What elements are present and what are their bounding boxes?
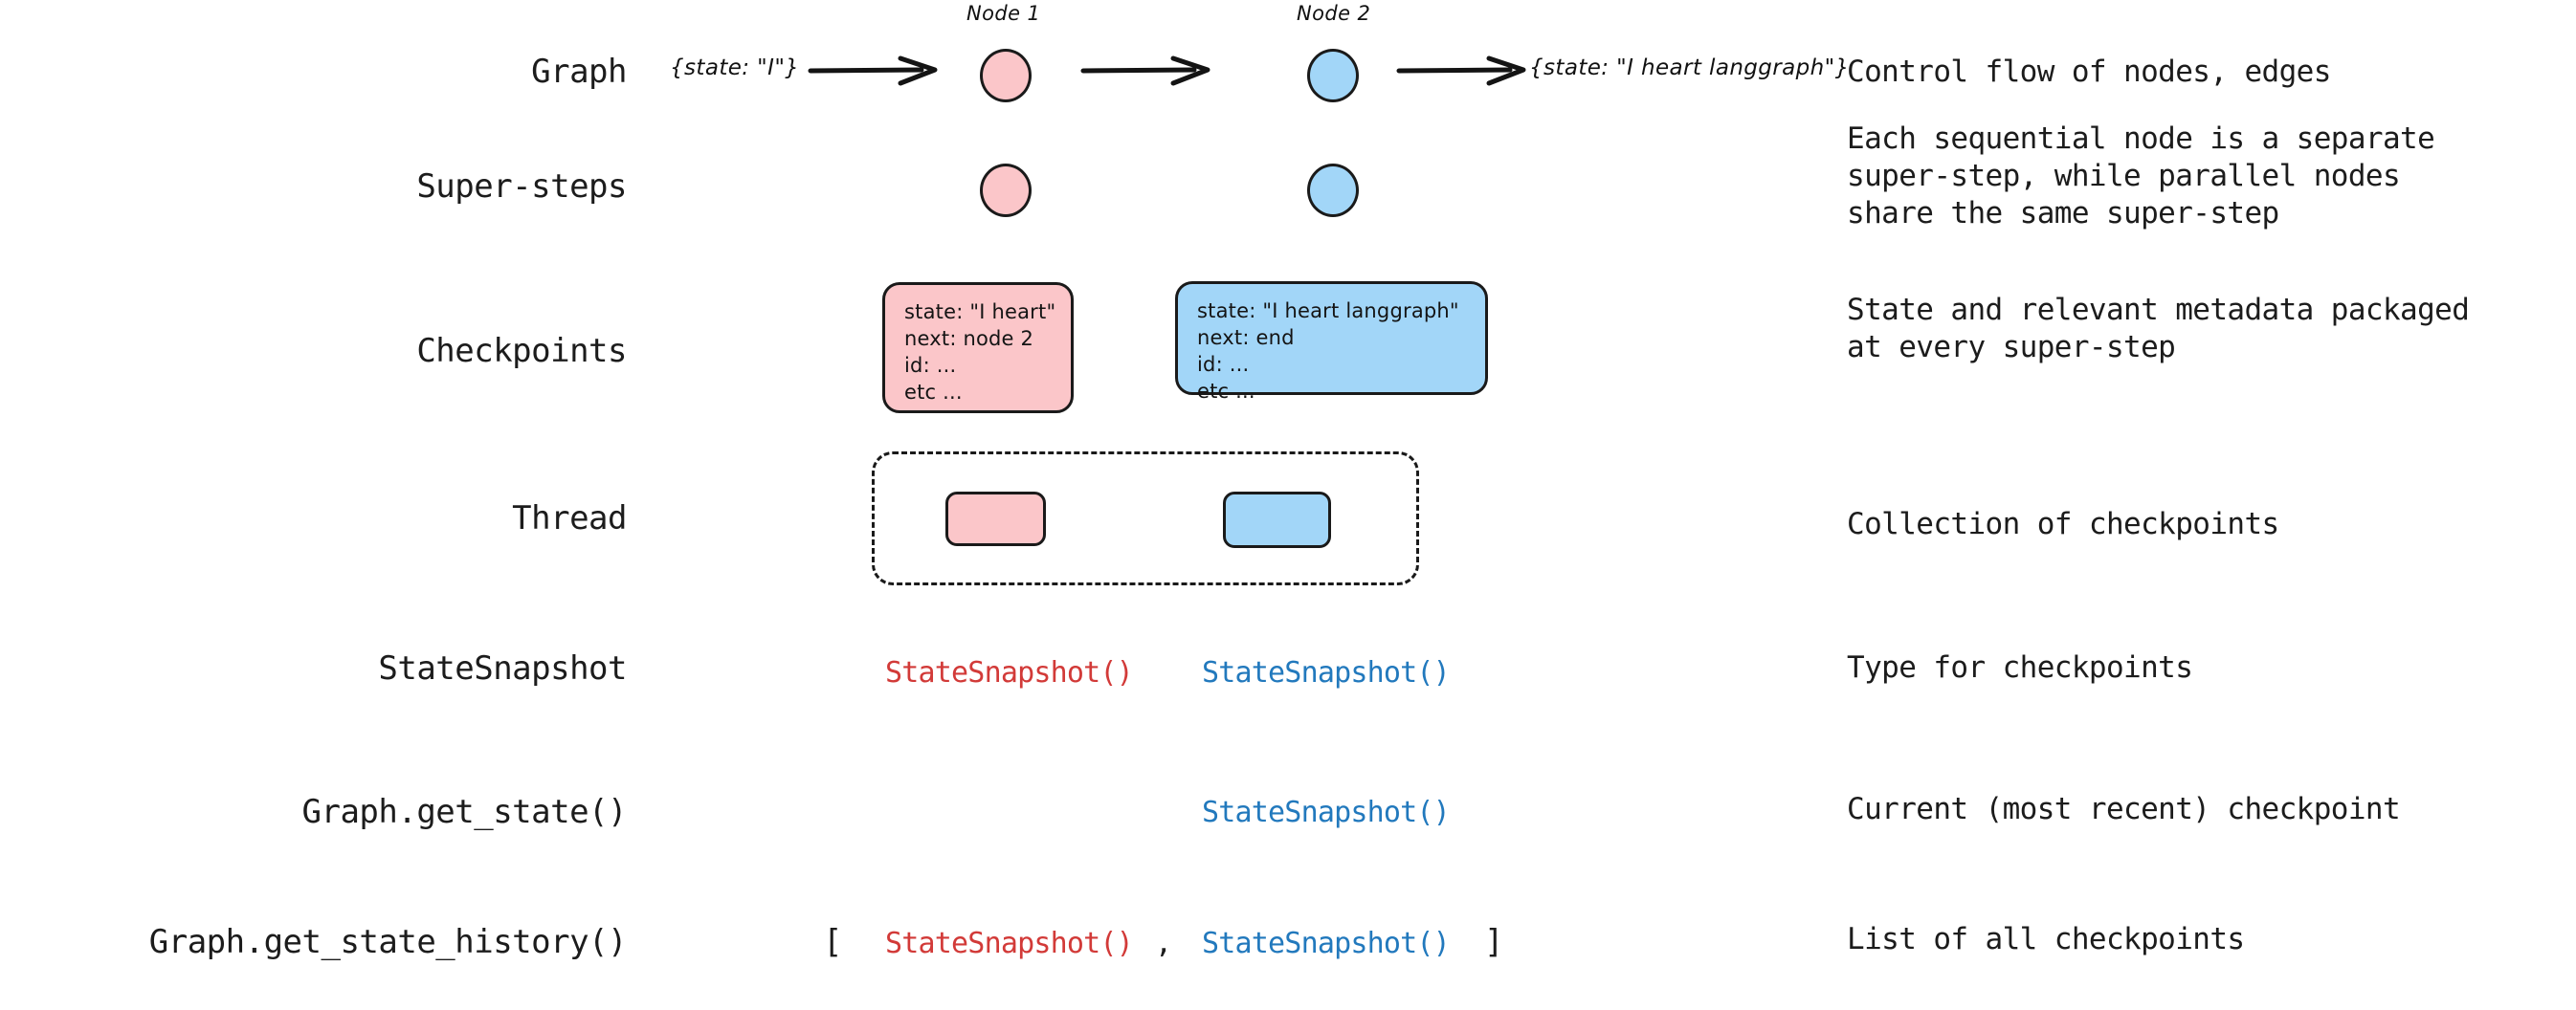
checkpoint-line: id: ... — [1197, 353, 1250, 376]
graph-input-state-label: {state: "I"} — [670, 55, 800, 80]
node-1-label: Node 1 — [966, 2, 1041, 25]
checkpoint-line: next: end — [1197, 326, 1295, 349]
graph-node-1-circle — [980, 49, 1032, 102]
checkpoint-box-1: state: "I heart" next: node 2 id: ... et… — [882, 282, 1074, 413]
history-statesnapshot-token-red: StateSnapshot() — [885, 927, 1134, 960]
checkpoint-line: state: "I heart langgraph" — [1197, 299, 1459, 322]
statesnapshot-token-blue: StateSnapshot() — [1202, 656, 1451, 690]
row-label-graph: Graph — [531, 53, 627, 91]
graph-output-state-label: {state: "I heart langgraph"} — [1529, 55, 1850, 80]
graph-node-2-circle — [1307, 49, 1359, 102]
history-statesnapshot-token-blue: StateSnapshot() — [1202, 927, 1451, 960]
get-state-statesnapshot-token: StateSnapshot() — [1202, 796, 1451, 829]
row-label-checkpoints: Checkpoints — [416, 332, 627, 370]
thread-chip-1 — [945, 492, 1046, 546]
super-step-2-circle — [1307, 164, 1359, 217]
checkpoint-line: id: ... — [904, 354, 957, 377]
history-close-bracket: ] — [1484, 923, 1504, 961]
row-label-statesnapshot: StateSnapshot — [378, 649, 627, 688]
description-graph-get-state-history: List of all checkpoints — [1847, 922, 2245, 956]
description-graph: Control flow of nodes, edges — [1847, 55, 2331, 89]
history-separator: , — [1155, 927, 1173, 960]
checkpoint-line: next: node 2 — [904, 327, 1034, 350]
statesnapshot-token-red: StateSnapshot() — [885, 656, 1134, 690]
history-open-bracket: [ — [823, 923, 843, 961]
description-super-steps: Each sequential node is a separate super… — [1847, 121, 2435, 231]
graph-arrow-1 — [808, 55, 943, 86]
row-label-graph-get-state-history: Graph.get_state_history() — [148, 923, 628, 961]
description-graph-get-state: Current (most recent) checkpoint — [1847, 792, 2401, 826]
checkpoint-line: etc ... — [904, 381, 963, 404]
description-statesnapshot: Type for checkpoints — [1847, 650, 2193, 685]
graph-arrow-3 — [1396, 55, 1531, 86]
description-checkpoints: State and relevant metadata packaged at … — [1847, 293, 2470, 364]
row-label-thread: Thread — [512, 499, 627, 538]
checkpoint-line: state: "I heart" — [904, 300, 1056, 323]
row-label-super-steps: Super-steps — [416, 167, 627, 206]
thread-chip-2 — [1223, 492, 1331, 548]
thread-container — [872, 451, 1419, 585]
graph-arrow-2 — [1080, 55, 1215, 86]
super-step-1-circle — [980, 164, 1032, 217]
checkpoint-box-2: state: "I heart langgraph" next: end id:… — [1175, 281, 1488, 403]
checkpoint-line: etc ... — [1197, 380, 1255, 403]
description-thread: Collection of checkpoints — [1847, 507, 2279, 541]
node-2-label: Node 2 — [1297, 2, 1371, 25]
row-label-graph-get-state: Graph.get_state() — [301, 793, 628, 831]
